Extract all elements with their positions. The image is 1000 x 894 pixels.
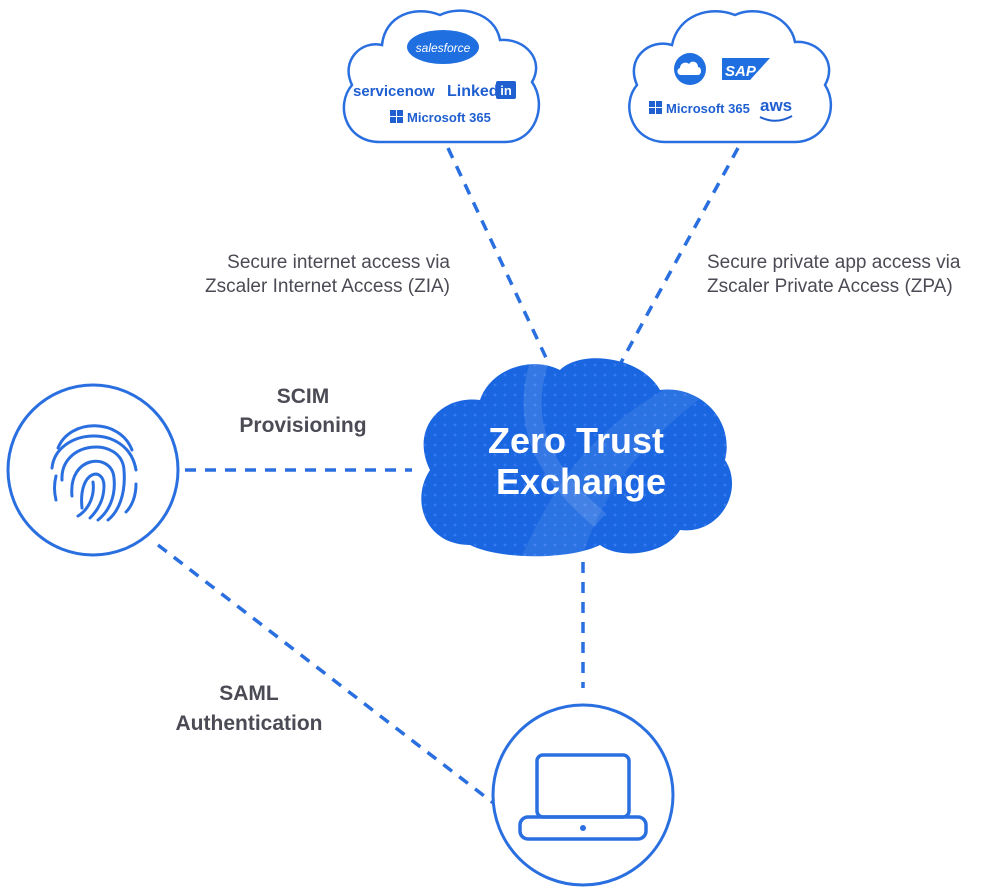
saml-label-line1: SAML — [219, 682, 279, 705]
identity-provider-node — [6, 383, 180, 557]
zia-label-line2: Zscaler Internet Access (ZIA) — [205, 276, 450, 297]
saml-connector — [156, 543, 498, 807]
microsoft365-label-2: Microsoft 365 — [666, 101, 750, 116]
saml-label-line2: Authentication — [176, 712, 323, 735]
hub-title-line2: Exchange — [496, 461, 666, 502]
scim-label-line2: Provisioning — [239, 414, 366, 437]
sap-label: SAP — [725, 63, 757, 80]
linkedin-in-label: in — [500, 83, 512, 98]
zpa-label-line2: Zscaler Private Access (ZPA) — [707, 276, 953, 297]
zia-label-line1: Secure internet access via — [227, 252, 450, 273]
user-device-node — [491, 703, 675, 887]
scim-label-line1: SCIM — [277, 385, 330, 408]
laptop-icon — [518, 753, 648, 841]
connectors — [156, 147, 740, 807]
hub-title-line1: Zero Trust — [488, 420, 664, 461]
microsoft365-label: Microsoft 365 — [407, 110, 491, 125]
labels: Secure internet access via Zscaler Inter… — [176, 252, 961, 735]
sap-logo — [722, 58, 770, 80]
windows-logo-icon — [390, 110, 403, 123]
linkedin-label: Linked — [447, 83, 499, 100]
private-apps-cloud: SAP Microsoft 365 aws — [628, 10, 833, 144]
aws-smile-icon — [759, 115, 793, 122]
cloud-icon — [674, 53, 706, 85]
salesforce-logo — [407, 30, 479, 64]
zpa-label-line1: Secure private app access via — [707, 252, 961, 273]
servicenow-label: servicenow — [353, 83, 435, 100]
internet-cloud-outline — [342, 9, 541, 144]
windows-logo-icon-2 — [649, 101, 662, 114]
salesforce-label: salesforce — [416, 41, 471, 55]
identity-node-circle — [6, 383, 180, 557]
zpa-connector — [616, 147, 740, 369]
aws-label: aws — [760, 96, 792, 115]
linkedin-in-badge — [496, 81, 516, 99]
device-node-circle — [491, 703, 675, 887]
fingerprint-icon — [50, 424, 138, 522]
internet-apps-cloud: salesforce servicenow Linked in Microsof… — [342, 9, 541, 144]
zia-connector — [446, 147, 550, 363]
zero-trust-exchange-hub: Zero Trust Exchange — [421, 358, 733, 557]
